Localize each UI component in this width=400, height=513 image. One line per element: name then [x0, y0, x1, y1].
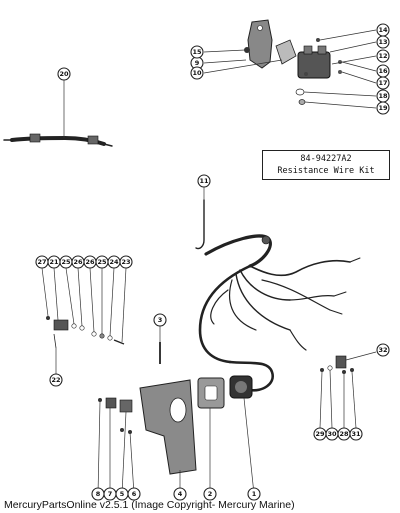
- callout-10: 10: [190, 66, 204, 80]
- callout-21: 21: [47, 255, 61, 269]
- callout-label: 26: [73, 258, 83, 266]
- callout-label: 5: [120, 490, 125, 498]
- callout-label: 29: [315, 430, 325, 438]
- callout-25: 25: [59, 255, 73, 269]
- callout-label: 13: [378, 38, 387, 46]
- mounting-plate: [139, 379, 197, 475]
- callout-label: 17: [378, 79, 387, 87]
- solenoid-bracket-assembly: [244, 19, 342, 105]
- callout-12: 12: [376, 49, 390, 63]
- callout-23: 23: [119, 255, 133, 269]
- callout-label: 6: [132, 490, 137, 498]
- callout-label: 30: [327, 430, 337, 438]
- copyright-footer: MercuryPartsOnline v2.5.1 (Image Copyrig…: [4, 499, 295, 511]
- callout-label: 3: [158, 316, 163, 324]
- callout-8: 8: [91, 487, 105, 501]
- callout-11: 11: [197, 174, 211, 188]
- callout-27: 27: [35, 255, 49, 269]
- wire-lead-11: [195, 199, 205, 250]
- callout-label: 10: [192, 69, 202, 77]
- callout-16: 16: [376, 64, 390, 78]
- callout-22: 22: [49, 373, 63, 387]
- kit-label-box: 84-94227A2 Resistance Wire Kit: [262, 150, 390, 180]
- callout-31: 31: [349, 427, 363, 441]
- right-terminal-group: [320, 355, 354, 374]
- callout-30: 30: [325, 427, 339, 441]
- leader-lines: [41, 29, 377, 495]
- callout-14: 14: [376, 23, 390, 37]
- terminal-block-group: [46, 316, 125, 349]
- callout-label: 21: [49, 258, 59, 266]
- grommet: [197, 377, 225, 409]
- callout-26: 26: [83, 255, 97, 269]
- callout-label: 2: [208, 490, 213, 498]
- callout-label: 18: [378, 92, 388, 100]
- callout-28: 28: [337, 427, 351, 441]
- callout-label: 11: [199, 177, 209, 185]
- callout-label: 23: [121, 258, 130, 266]
- callout-25b: 25: [95, 255, 109, 269]
- callout-13: 13: [376, 35, 390, 49]
- callout-label: 1: [252, 490, 257, 498]
- callout-label: 24: [109, 258, 119, 266]
- wiring-harness: [198, 234, 361, 399]
- callout-24: 24: [107, 255, 121, 269]
- callout-2: 2: [203, 487, 217, 501]
- callout-label: 14: [378, 26, 388, 34]
- lower-left-hardware: [98, 397, 133, 434]
- callout-1: 1: [247, 487, 261, 501]
- callout-label: 12: [378, 52, 387, 60]
- callout-3: 3: [153, 313, 167, 327]
- callout-18: 18: [376, 89, 390, 103]
- callout-label: 26: [85, 258, 95, 266]
- callout-label: 27: [37, 258, 46, 266]
- callout-label: 16: [378, 67, 388, 75]
- kit-part-number: 84-94227A2: [300, 154, 352, 164]
- callout-20: 20: [57, 67, 71, 81]
- callout-32: 32: [376, 343, 390, 357]
- callout-29: 29: [313, 427, 327, 441]
- callout-label: 31: [351, 430, 361, 438]
- callout-4: 4: [173, 487, 187, 501]
- callout-label: 32: [378, 346, 387, 354]
- callout-19: 19: [376, 101, 390, 115]
- callout-label: 8: [96, 490, 101, 498]
- callout-label: 20: [59, 70, 69, 78]
- callout-26b: 26: [71, 255, 85, 269]
- callout-label: 25: [97, 258, 107, 266]
- callout-label: 22: [51, 376, 60, 384]
- callout-label: 7: [108, 490, 113, 498]
- callout-label: 15: [192, 48, 202, 56]
- resistance-wire: [3, 133, 113, 147]
- kit-name: Resistance Wire Kit: [277, 166, 375, 176]
- callout-17: 17: [376, 76, 390, 90]
- callout-label: 25: [61, 258, 71, 266]
- callout-6: 6: [127, 487, 141, 501]
- callout-label: 19: [378, 104, 388, 112]
- callout-15: 15: [190, 45, 204, 59]
- callout-label: 4: [178, 490, 183, 498]
- callout-label: 9: [195, 59, 200, 67]
- callout-label: 28: [339, 430, 349, 438]
